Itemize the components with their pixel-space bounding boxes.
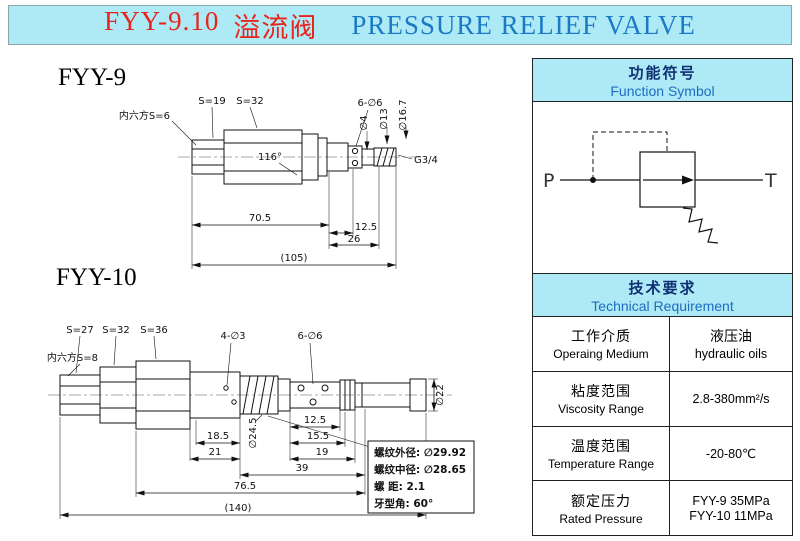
fyy10-d24-5-label: ∅24.5	[248, 418, 259, 449]
fyy10-dim-76-5: 76.5	[234, 481, 256, 492]
flow-arrowhead	[682, 175, 694, 184]
fyy10-holes4-label: 4-∅3	[220, 331, 245, 342]
fyy10-s32-label: S=32	[102, 325, 129, 336]
table-row-operating-medium: 工作介质 Operaing Medium 液压油 hydraulic oils	[533, 317, 792, 372]
fyy9-d16-7-label: ∅16.7	[398, 100, 409, 131]
param-cn: 温度范围	[571, 437, 631, 454]
value-cell: -20-80℃	[670, 427, 792, 481]
title-bar: FYY-9.10 溢流阀 PRESSURE RELIEF VALVE	[8, 5, 792, 45]
thread-note-box: 螺纹外径: ∅29.92 螺纹中径: ∅28.65 螺 距: 2.1 牙型角: …	[267, 415, 475, 514]
fyy10-dim-19: 19	[316, 447, 329, 458]
table-row-viscosity-range: 粘度范围 Viscosity Range 2.8-380mm²/s	[533, 371, 792, 427]
fyy9-dim-total: (105)	[281, 253, 308, 264]
fyy10-valve-body	[59, 360, 427, 430]
param-en: Rated Pressure	[559, 511, 643, 526]
pilot-line-dashed	[592, 131, 668, 180]
function-symbol-diagram: P T	[543, 131, 777, 244]
param-cn: 额定压力	[571, 492, 631, 509]
spring-symbol	[682, 206, 719, 244]
fyy9-s32-label: S=32	[236, 96, 263, 107]
value-line: -20-80℃	[705, 446, 757, 461]
function-symbol-header: 功能符号 Function Symbol	[533, 59, 792, 102]
param-en: Operaing Medium	[553, 347, 649, 362]
fyy10-dim-39: 39	[296, 463, 309, 474]
fyy10-dim-18-5: 18.5	[207, 431, 229, 442]
fyy9-hex-socket-label: 内六方S=6	[119, 109, 170, 122]
fyy9-holes-label: 6-∅6	[357, 98, 382, 109]
fyy10-holes6-label: 6-∅6	[297, 331, 322, 342]
title-name-cn: 溢流阀	[233, 12, 318, 43]
fyy9-drawing: FYY-9 内六方S=6 S=19 S=32 6-∅6 116° ∅4 ∅13 …	[58, 64, 438, 269]
param-cn: 粘度范围	[571, 383, 631, 400]
param-en: Viscosity Range	[558, 402, 644, 417]
value-line: 液压油	[710, 328, 752, 345]
param-cell: 粘度范围 Viscosity Range	[533, 371, 670, 426]
technical-requirement-header-cn: 技术要求	[628, 279, 697, 297]
fyy9-dim-70-5: 70.5	[249, 213, 271, 224]
title-name-en: PRESSURE RELIEF VALVE	[351, 9, 696, 40]
fyy9-thread-label: G3/4	[414, 155, 438, 166]
function-symbol-header-en: Function Symbol	[610, 82, 715, 99]
value-cell: 2.8-380mm²/s	[670, 372, 792, 426]
table-row-temperature-range: 温度范围 Temperature Range -20-80℃	[533, 426, 792, 482]
technical-requirement-header-en: Technical Requirement	[591, 297, 734, 314]
fyy10-dim-15-5: 15.5	[307, 431, 329, 442]
fyy9-d4-label: ∅4	[359, 115, 370, 130]
function-symbol-header-cn: 功能符号	[628, 64, 697, 82]
valve-square	[639, 150, 696, 208]
param-cell: 工作介质 Operaing Medium	[533, 317, 670, 371]
fyy9-d13-label: ∅13	[379, 108, 390, 129]
technical-requirement-header: 技术要求 Technical Requirement	[533, 274, 792, 317]
fyy10-d22-label: ∅22	[435, 384, 446, 405]
value-line: FYY-10 11MPa	[689, 508, 773, 523]
param-en: Temperature Range	[547, 456, 655, 471]
fyy10-dim-total: (140)	[225, 503, 252, 514]
note-line-3: 螺 距: 2.1	[374, 480, 425, 493]
fyy9-valve-body	[191, 129, 397, 185]
value-line: 2.8-380mm²/s	[692, 391, 770, 406]
title-model-group: FYY-9.10 溢流阀	[104, 6, 317, 45]
param-cell: 额定压力 Rated Pressure	[533, 481, 670, 535]
fyy10-s36-label: S=36	[140, 325, 167, 336]
fyy10-label: FYY-10	[56, 264, 137, 291]
fyy10-hex-socket-label: 内六方S=8	[47, 351, 98, 364]
note-line-2: 螺纹中径: ∅28.65	[374, 463, 466, 476]
note-line-4: 牙型角: 60°	[374, 497, 433, 510]
fyy10-dim-12-5: 12.5	[304, 415, 326, 426]
value-line: hydraulic oils	[694, 347, 768, 362]
title-model: FYY-9.10	[104, 5, 220, 36]
port-t-label: T	[764, 170, 777, 192]
value-cell: 液压油 hydraulic oils	[670, 317, 792, 371]
fyy9-s19-label: S=19	[198, 96, 225, 107]
value-line: FYY-9 35MPa	[692, 493, 770, 508]
fyy9-angle-label: 116°	[258, 152, 282, 163]
fyy10-dim-21: 21	[209, 447, 222, 458]
port-p-label: P	[543, 170, 554, 192]
function-symbol-box: P T	[533, 102, 792, 274]
fyy9-dim-12-5: 12.5	[355, 222, 377, 233]
fyy10-s27-label: S=27	[66, 325, 93, 336]
fyy9-label: FYY-9	[58, 64, 126, 91]
note-line-1: 螺纹外径: ∅29.92	[374, 446, 466, 459]
fyy10-drawing: FYY-10 内六方S=8 S=27 S=32 S=36	[47, 264, 475, 519]
param-cn: 工作介质	[571, 328, 631, 345]
value-cell: FYY-9 35MPa FYY-10 11MPa	[670, 481, 792, 535]
table-row-rated-pressure: 额定压力 Rated Pressure FYY-9 35MPa FYY-10 1…	[533, 481, 792, 535]
param-cell: 温度范围 Temperature Range	[533, 426, 670, 481]
fyy9-dim-26: 26	[348, 234, 361, 245]
spec-panel: 功能符号 Function Symbol P T 技术要求 Technical …	[532, 58, 793, 536]
